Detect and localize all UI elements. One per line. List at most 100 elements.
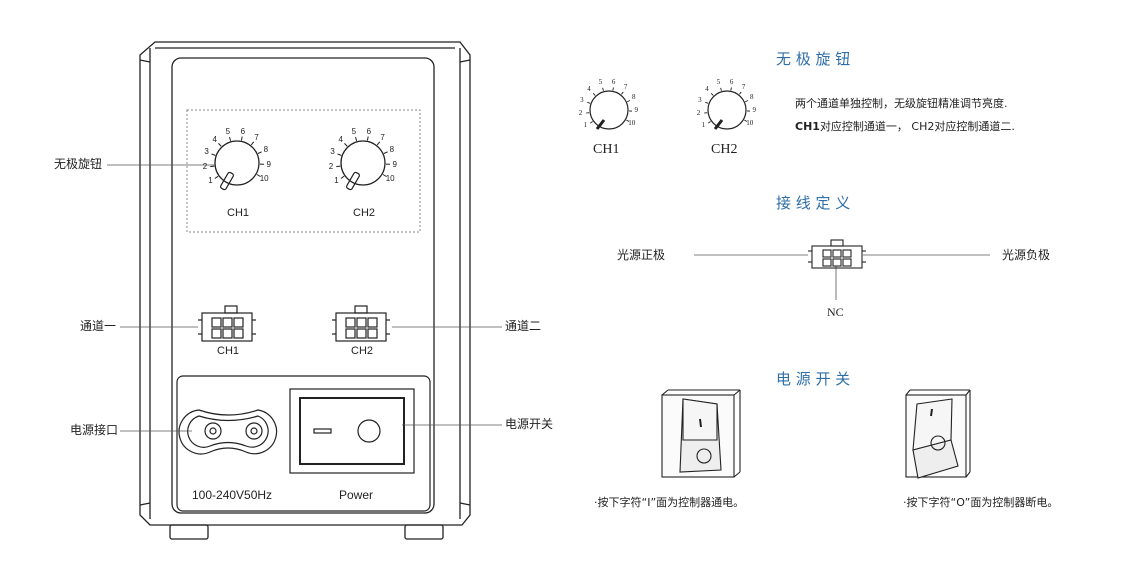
dial-ch2-number: 3 [330, 147, 335, 157]
dial-ch1-tick [257, 151, 262, 154]
dial-ch2-tick [383, 151, 388, 154]
device-feet [169, 524, 444, 540]
ref-dial-ch2-number: 9 [752, 106, 756, 115]
dial-ch1-number: 1 [208, 176, 213, 186]
dial-ch1-number: 5 [225, 127, 231, 137]
callout-power-port: 电源接口 [70, 423, 119, 437]
ref-dial-ch2-tick [705, 101, 709, 104]
rocker-switch-on [661, 389, 741, 478]
dial-ch1-tick [210, 165, 215, 168]
knob-label-ch2: CH2 [353, 207, 376, 219]
connector-ch1 [198, 305, 256, 342]
ref-dial-ch1-number: 5 [598, 78, 603, 87]
wiring-right-label: 光源负极 [1002, 248, 1051, 262]
ref-dial-ch2-number: 7 [741, 83, 746, 92]
ref-dial-ch2-number: 5 [716, 78, 721, 87]
dial-ch2-tick [376, 141, 381, 146]
dial-ch1-tick [214, 175, 219, 179]
voltage-label: 100-240V50Hz [192, 488, 273, 502]
ref-dial-ch2-tick [720, 87, 722, 91]
power-socket [178, 409, 278, 455]
dial-ch1-number: 3 [204, 147, 209, 157]
dial-ch2-tick [355, 136, 358, 142]
callout-channel2: 通道二 [505, 319, 542, 333]
callout-channel1: 通道一 [80, 319, 117, 333]
wiring-connector [808, 239, 866, 269]
knob-description-bold: CH1 [795, 120, 820, 133]
dial-ch2-number: 5 [351, 127, 357, 137]
dial-ch1-number: 7 [254, 132, 259, 142]
ref-dial-ch1-tick [612, 87, 614, 91]
dial-ch1-tick [240, 136, 243, 141]
ref-dial-ch1-tick [589, 121, 593, 124]
dial-ch2-number: 8 [389, 144, 395, 154]
ref-dial-ch2-number: 2 [696, 108, 701, 117]
knob-ch1[interactable] [214, 140, 260, 191]
ref-dial-ch2-number: 10 [746, 119, 754, 127]
ref-dial-ch2-number: 6 [729, 77, 734, 86]
wiring-nc-label: NC [827, 305, 844, 319]
ref-knob-label-ch2: CH2 [711, 142, 738, 157]
ref-dial-ch1-number: 10 [628, 119, 636, 127]
callout-power-switch: 电源开关 [505, 417, 554, 431]
dial-ch1-number: 10 [259, 174, 269, 183]
ref-dial-ch1-tick [626, 119, 630, 122]
dial-ch2-tick [336, 165, 341, 168]
switch-off-caption: ·按下字符“O”面为控制器断电。 [903, 496, 1059, 509]
dial-ch2-number: 2 [328, 162, 334, 172]
dial-ch2-number: 7 [380, 132, 385, 142]
wiring-lines [694, 254, 990, 300]
dial-ch1-tick [256, 174, 261, 177]
ref-dial-ch2-number: 8 [749, 93, 754, 102]
ref-dial-ch1-tick [627, 100, 631, 103]
dial-ch2-number: 6 [366, 126, 372, 136]
ref-dial-ch1-tick [621, 91, 624, 95]
ref-dial-ch1-number: 8 [631, 93, 636, 102]
ref-dial-ch1-number: 6 [611, 77, 616, 86]
device-housing [139, 41, 471, 526]
switch-on-caption: ·按下字符“I”面为控制器通电。 [594, 496, 745, 509]
dial-ch2-tick [344, 143, 348, 147]
dial-ch1-number: 6 [240, 126, 246, 136]
rocker-switch-off [905, 389, 971, 479]
dial-ch2-tick [340, 175, 345, 179]
connector-ch2 [332, 305, 390, 342]
wiring-left-label: 光源正极 [617, 248, 666, 262]
dial-ch1-number: 9 [266, 159, 271, 169]
ref-dial-ch1-number: 3 [580, 95, 584, 104]
ref-dial-ch2-tick [730, 87, 732, 91]
dial-ch2-number: 4 [338, 134, 343, 144]
ref-dial-ch1-number: 4 [587, 84, 591, 93]
knob-ch2[interactable] [340, 140, 386, 191]
dial-ch2-tick [382, 174, 387, 177]
knob-ticks [210, 136, 390, 179]
dial-ch1-number: 2 [202, 162, 208, 172]
callout-lines [107, 164, 502, 432]
ref-dial-ch1-number: 9 [634, 106, 638, 115]
callout-knob: 无极旋钮 [54, 157, 103, 171]
power-switch-device[interactable] [289, 388, 415, 474]
ref-dial-ch2-tick [739, 91, 742, 95]
ref-dial-ch2-tick [707, 121, 711, 124]
section-title-wiring: 接 线 定 义 [776, 194, 851, 212]
power-label: Power [339, 488, 374, 502]
ref-dial-ch1-number: 1 [583, 121, 588, 130]
dial-ch2-number: 9 [392, 159, 397, 169]
knob-panel [186, 109, 421, 233]
ref-dial-ch2-number: 1 [701, 121, 706, 130]
ref-dial-ch2-tick [745, 100, 749, 103]
dial-ch1-tick [229, 136, 232, 142]
ref-dial-ch2-tick [710, 92, 714, 96]
section-title-switch: 电 源 开 关 [776, 370, 851, 388]
knob-description-line1: 两个通道单独控制，无级旋钮精准调节亮度. [795, 97, 1008, 110]
ref-knob-ticks [586, 87, 750, 124]
ref-dial-ch2-number: 4 [705, 84, 709, 93]
dial-ch2-number: 1 [334, 176, 339, 186]
dial-ch2-tick [337, 153, 342, 156]
connector-label-ch1: CH1 [217, 345, 240, 357]
ref-dial-ch1-tick [587, 101, 591, 104]
ref-dial-ch1-tick [592, 92, 596, 96]
knob-description-line2: CH1对应控制通道一， CH2对应控制通道二. [795, 121, 1015, 132]
dial-ch1-number: 4 [212, 134, 217, 144]
